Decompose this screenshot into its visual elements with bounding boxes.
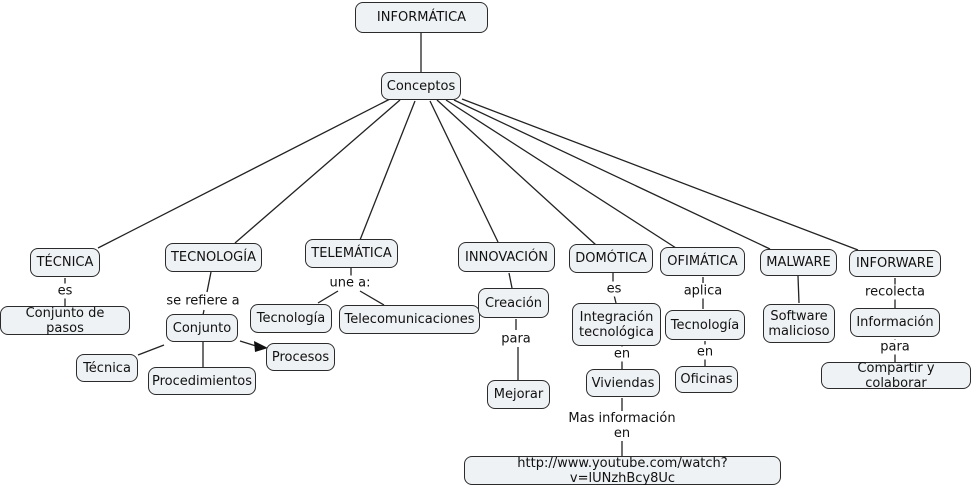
node-integracion-tecnologica[interactable]: Integración tecnológica: [572, 303, 661, 346]
link-label-es-domotica: es: [605, 281, 623, 297]
node-informacion[interactable]: Información: [850, 308, 940, 337]
node-tecnologia[interactable]: TECNOLOGÍA: [165, 243, 262, 272]
node-malware[interactable]: MALWARE: [760, 249, 837, 276]
node-conjunto-de-pasos[interactable]: Conjunto de pasos: [0, 306, 130, 336]
node-informatica[interactable]: INFORMÁTICA: [355, 2, 488, 33]
node-telecomunicaciones[interactable]: Telecomunicaciones: [339, 305, 480, 334]
node-ofimatica[interactable]: OFIMÁTICA: [660, 247, 745, 276]
link-label-es: es: [56, 283, 74, 299]
node-inforware[interactable]: INFORWARE: [849, 250, 941, 277]
arrowhead-icon: [254, 341, 268, 352]
node-viviendas[interactable]: Viviendas: [586, 369, 660, 397]
node-tecnologia-telematica[interactable]: Tecnología: [250, 304, 332, 333]
link-label-en-ofimatica: en: [695, 344, 715, 360]
node-conjunto[interactable]: Conjunto: [166, 314, 238, 342]
link-label-recolecta: recolecta: [864, 284, 926, 300]
node-domotica[interactable]: DOMÓTICA: [569, 244, 653, 273]
link-label-en-domotica: en: [612, 346, 632, 362]
node-innovacion[interactable]: INNOVACIÓN: [458, 242, 555, 272]
node-tecnica[interactable]: TÉCNICA: [30, 248, 100, 277]
node-procesos[interactable]: Procesos: [266, 343, 335, 371]
link-label-se-refiere-a: se refiere a: [165, 293, 241, 309]
node-youtube-link[interactable]: http://www.youtube.com/watch?v=lUNzhBcy8…: [464, 456, 781, 486]
link-label-une-a: une a:: [328, 275, 372, 291]
node-telematica[interactable]: TELEMÁTICA: [305, 239, 398, 268]
node-software-malicioso[interactable]: Software malicioso: [763, 304, 835, 343]
link-label-para-inforware: para: [879, 339, 911, 355]
link-label-mas-informacion: Mas información en: [567, 411, 677, 441]
node-tecnologia-ofimatica[interactable]: Tecnología: [665, 310, 745, 340]
link-label-para: para: [500, 331, 532, 347]
node-oficinas[interactable]: Oficinas: [675, 366, 738, 393]
node-procedimientos[interactable]: Procedimientos: [148, 367, 256, 395]
node-creacion[interactable]: Creación: [478, 288, 549, 318]
node-conceptos[interactable]: Conceptos: [381, 72, 461, 100]
link-label-aplica: aplica: [682, 283, 724, 299]
node-tecnica-sub[interactable]: Técnica: [76, 354, 138, 382]
node-mejorar[interactable]: Mejorar: [487, 380, 550, 409]
node-compartir-y-colaborar[interactable]: Compartir y colaborar: [821, 361, 971, 391]
